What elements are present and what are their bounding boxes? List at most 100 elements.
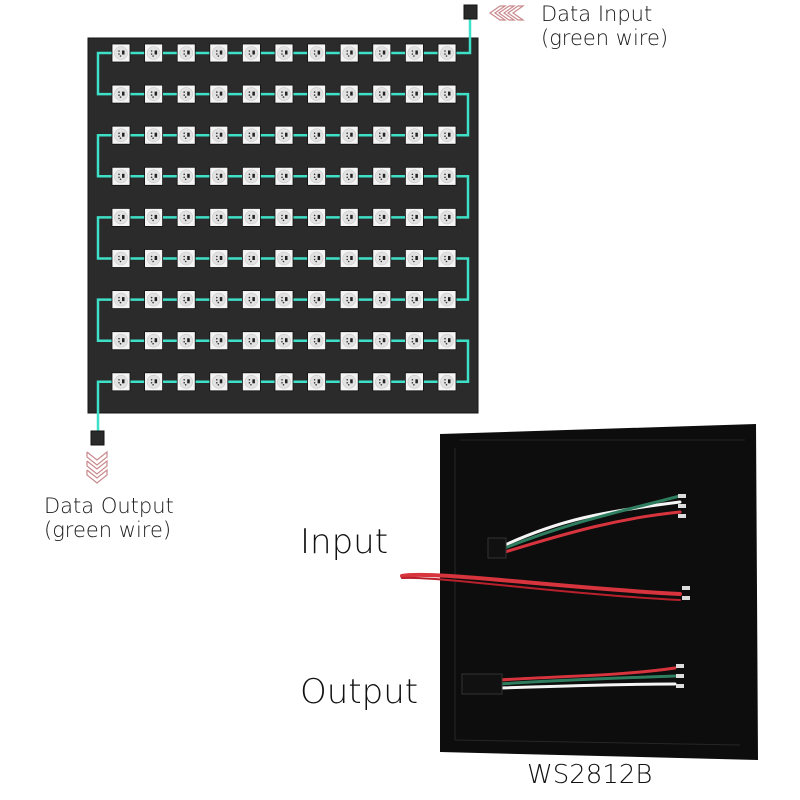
input-direction-arrow-icon <box>488 5 525 21</box>
data-output-title: Data Output <box>44 494 174 518</box>
led-chip <box>372 372 392 392</box>
led-chip <box>339 125 359 145</box>
led-chip <box>339 43 359 63</box>
led-chip <box>144 207 164 227</box>
led-chip <box>111 290 131 310</box>
led-chip <box>176 125 196 145</box>
led-chip <box>111 84 131 104</box>
led-chip <box>274 249 294 268</box>
led-chip <box>111 331 131 351</box>
led-chip <box>404 249 424 268</box>
input-connector-pad <box>463 4 478 20</box>
led-chip <box>339 207 359 227</box>
led-chip <box>241 249 261 268</box>
led-chip <box>209 125 229 145</box>
led-chip <box>274 84 294 104</box>
led-chip <box>144 125 164 145</box>
led-chip <box>372 125 392 145</box>
led-chip <box>437 331 457 351</box>
led-chip <box>209 290 229 310</box>
power-solder-pads <box>682 586 690 600</box>
led-chip <box>307 43 327 63</box>
led-chip <box>437 249 457 268</box>
led-chip <box>111 372 131 392</box>
led-chip <box>144 372 164 392</box>
data-input-title: Data Input <box>541 2 653 26</box>
led-chip <box>209 372 229 392</box>
led-chip <box>307 84 327 104</box>
led-chip <box>372 290 392 310</box>
led-chip <box>144 166 164 186</box>
led-chip <box>144 43 164 63</box>
led-chip <box>339 372 359 392</box>
led-chip <box>307 207 327 227</box>
led-chip <box>176 249 196 268</box>
led-chip <box>404 125 424 145</box>
output-jst-connector <box>461 673 503 695</box>
led-chip <box>111 166 131 186</box>
led-chip <box>307 331 327 351</box>
led-chip <box>307 290 327 310</box>
led-chip <box>209 43 229 63</box>
led-chip <box>404 207 424 227</box>
led-chip <box>307 166 327 186</box>
output-direction-arrow-icon <box>86 450 108 484</box>
led-chip <box>404 166 424 186</box>
led-chip <box>307 249 327 268</box>
led-chip <box>372 84 392 104</box>
led-chip <box>209 84 229 104</box>
led-chip <box>176 372 196 392</box>
led-chip <box>209 331 229 351</box>
output-solder-pads <box>676 664 684 688</box>
led-chip <box>241 125 261 145</box>
led-chip <box>372 249 392 268</box>
led-chip <box>339 84 359 104</box>
flexible-panel <box>440 424 758 760</box>
led-chip <box>339 166 359 186</box>
led-grid <box>111 43 457 392</box>
led-chip <box>176 43 196 63</box>
photo-input-label: Input <box>300 522 389 562</box>
led-chip <box>437 125 457 145</box>
led-chip <box>241 331 261 351</box>
led-chip <box>274 372 294 392</box>
led-chip <box>176 207 196 227</box>
photo-output-label: Output <box>300 672 419 712</box>
led-chip <box>404 84 424 104</box>
led-chip <box>111 249 131 268</box>
led-chip <box>241 290 261 310</box>
led-chip <box>144 84 164 104</box>
led-chip <box>274 207 294 227</box>
input-cable <box>503 494 682 554</box>
led-chip <box>241 166 261 186</box>
led-chip <box>144 331 164 351</box>
led-chip <box>404 43 424 63</box>
led-chip <box>274 43 294 63</box>
led-chip <box>241 84 261 104</box>
output-cable <box>498 666 677 690</box>
led-chip <box>274 125 294 145</box>
led-chip <box>241 43 261 63</box>
led-chip <box>241 207 261 227</box>
led-chip <box>144 290 164 310</box>
led-chip <box>339 290 359 310</box>
led-chip <box>111 125 131 145</box>
led-chip <box>209 249 229 268</box>
led-chip <box>241 372 261 392</box>
led-chip <box>274 331 294 351</box>
led-chip <box>372 166 392 186</box>
led-chip <box>437 84 457 104</box>
led-chip <box>339 249 359 268</box>
led-chip <box>209 207 229 227</box>
led-chip <box>437 290 457 310</box>
model-caption: WS2812B <box>527 760 653 790</box>
led-chip <box>372 43 392 63</box>
led-chip <box>437 166 457 186</box>
input-solder-pads <box>678 494 686 518</box>
led-chip <box>372 331 392 351</box>
input-jst-connector <box>487 537 507 559</box>
led-chip <box>404 331 424 351</box>
led-chip <box>404 372 424 392</box>
led-chip <box>307 125 327 145</box>
